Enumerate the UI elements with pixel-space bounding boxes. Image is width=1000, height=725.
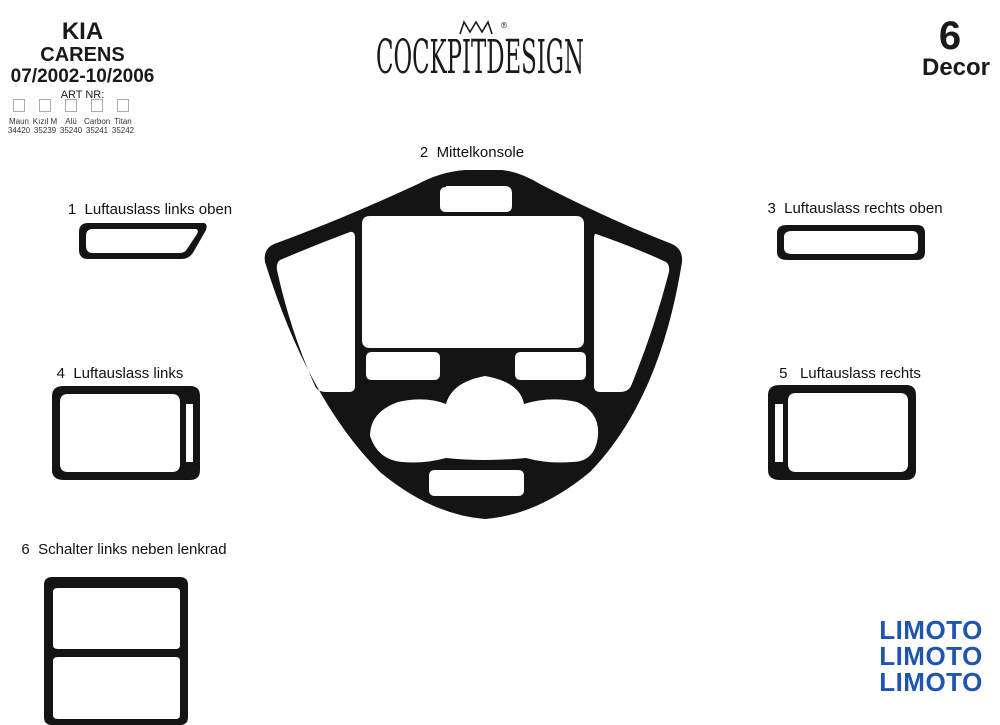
checkbox-icon[interactable] — [91, 99, 103, 112]
variant-code: 35242 — [111, 125, 135, 135]
part-name: Schalter links neben lenkrad — [38, 541, 227, 558]
variant-alu[interactable]: Alü 35240 — [58, 99, 84, 135]
variant-carbon[interactable]: Carbon 35241 — [84, 99, 110, 135]
part-name: Mittelkonsole — [436, 144, 525, 161]
variant-name: Titan — [114, 117, 132, 126]
piece-count-number: 6 — [938, 14, 962, 58]
variant-name: Alü — [65, 117, 77, 126]
checkbox-icon[interactable] — [117, 99, 129, 112]
variant-maun[interactable]: Maun 34420 — [6, 99, 32, 135]
checkbox-icon[interactable] — [65, 99, 77, 112]
logo-text: COCKPITDESIGN — [376, 31, 584, 84]
variant-titan[interactable]: Titan 35242 — [110, 99, 136, 135]
part-number: 5 — [779, 365, 788, 382]
variant-list: Maun 34420 Kızıl M 35239 Alü 35240 Carbo… — [6, 99, 136, 135]
part-3-shape — [777, 225, 925, 260]
variant-code: 35241 — [85, 125, 109, 135]
part-5-shape — [768, 385, 916, 480]
variant-name: Carbon — [84, 117, 111, 126]
part-number: 3 — [767, 200, 776, 217]
part-number: 4 — [56, 365, 65, 382]
variant-code: 35240 — [59, 125, 83, 135]
part-label-3: 3 Luftauslass rechts oben — [748, 200, 962, 217]
limoto-watermark-2: LIMOTO — [879, 641, 983, 671]
part-1-shape — [79, 223, 207, 259]
limoto-watermark-3: LIMOTO — [879, 667, 983, 697]
part-number: 1 — [67, 201, 77, 218]
art-nr-label: ART NR: — [60, 89, 105, 101]
checkbox-icon[interactable] — [39, 99, 51, 112]
part-number: 6 — [21, 541, 30, 558]
part-name: Luftauslass rechts oben — [784, 200, 943, 217]
part-name: Luftauslass links oben — [84, 201, 233, 218]
checkbox-icon[interactable] — [13, 99, 25, 112]
part-label-1: 1 Luftauslass links oben — [40, 201, 260, 218]
variant-code: 35239 — [33, 125, 57, 135]
part-name: Luftauslass rechts — [799, 365, 921, 382]
logo-mark: ® — [500, 21, 508, 30]
part-name: Luftauslass links — [73, 365, 184, 382]
variant-name: Kızıl M — [32, 117, 58, 126]
piece-count-label: Decor — [921, 54, 991, 81]
part-label-5: 5 Luftauslass rechts — [760, 365, 940, 382]
variant-kizil-m[interactable]: Kızıl M 35239 — [32, 99, 58, 135]
part-label-2: 2 Mittelkonsole — [372, 144, 572, 161]
part-2-shape — [264, 170, 683, 519]
car-make: KIA — [61, 18, 104, 45]
part-4-shape — [52, 386, 200, 480]
limoto-watermark-1: LIMOTO — [879, 615, 983, 645]
part-6-shape — [44, 577, 188, 725]
part-number: 2 — [419, 144, 429, 161]
car-years: 07/2002-10/2006 — [10, 66, 155, 87]
car-model: CARENS — [40, 44, 125, 66]
logo-crown-icon — [459, 20, 493, 35]
part-label-6: 6 Schalter links neben lenkrad — [16, 541, 232, 558]
variant-code: 34420 — [7, 125, 31, 135]
part-label-4: 4 Luftauslass links — [30, 365, 210, 382]
cockpitdesign-logo: ® COCKPITDESIGN — [376, 20, 584, 85]
variant-name: Maun — [8, 117, 29, 126]
